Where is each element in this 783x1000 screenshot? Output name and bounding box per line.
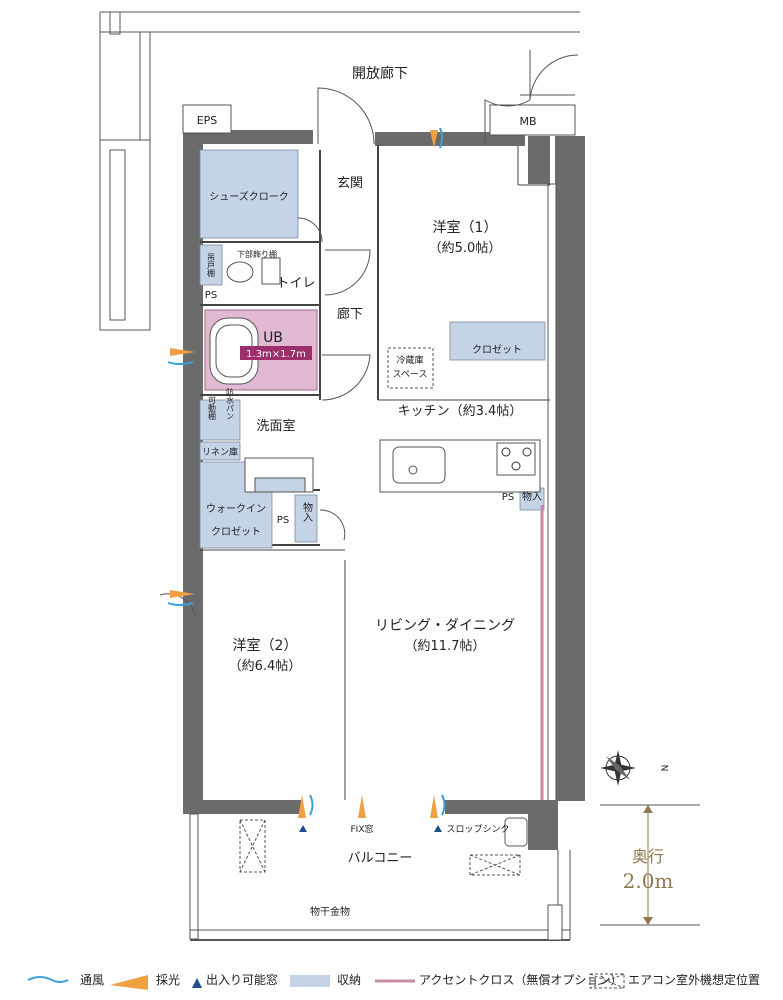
label-living: リビング・ダイニング (375, 618, 515, 634)
legend-storage-swatch (290, 975, 330, 987)
toilet-fixture (226, 257, 281, 285)
label-slop-sink: スロップシンク (446, 824, 509, 835)
label-walkin-1: ウォークイン (206, 503, 266, 515)
legend-accent-label: アクセントクロス（無償オプション） (419, 972, 622, 987)
label-ps3: PS (277, 515, 289, 526)
label-hanging-shelf: 吊戸棚 (207, 253, 216, 278)
legend-exit-label: 出入り可能窓 (206, 972, 278, 987)
label-walkin-2: クロゼット (211, 526, 261, 538)
label-yoshitsu1-size: （約5.0帖） (429, 241, 502, 256)
shoes-cloak-area (199, 149, 299, 239)
washbasin (244, 457, 314, 493)
label-ub: UB (263, 330, 283, 346)
ventilation-icon (309, 794, 314, 816)
ventilation-icon (167, 361, 194, 365)
daylight-icon (430, 130, 438, 148)
label-senmen: 洗面室 (256, 418, 295, 434)
legend-storage-label: 収納 (337, 973, 361, 987)
corridor-lines (99, 11, 580, 331)
walls (182, 104, 585, 941)
label-rouka: 廊下 (337, 306, 363, 322)
daylight-icon (170, 348, 195, 356)
storage1-area (294, 494, 318, 543)
label-shelf-under: 下部飾り棚 (237, 249, 277, 259)
legend-exit-icon (192, 978, 202, 988)
label-toilet: トイレ (276, 276, 315, 291)
storage-areas (199, 149, 546, 549)
kitchen-counter (379, 439, 541, 493)
stove-burner-icon (511, 461, 521, 471)
label-depth: 奥行 (632, 847, 664, 866)
label-movable-shelf: 可動棚 (208, 396, 217, 421)
daylight-icon (358, 795, 366, 818)
movable-shelf-area (199, 399, 241, 441)
ventilation-icon (439, 127, 443, 149)
label-depth-value: 2.0m (623, 869, 674, 893)
label-mb: MB (519, 115, 536, 128)
daylight-icon (170, 590, 195, 598)
room-labels: 開放廊下 EPS MB 玄関 シューズクローク 洋室（1） （約5.0帖） 下部… (197, 65, 674, 918)
ac-units (239, 819, 521, 876)
label-compass-n: N (661, 765, 671, 772)
stove-burner-icon (522, 447, 532, 457)
exit-window-icon (434, 825, 442, 832)
legend-ventilation-icon (27, 976, 69, 983)
daylight-icon (298, 795, 306, 818)
label-ub-size: 1.3m×1.7m (246, 349, 306, 360)
compass-rose-icon (600, 750, 636, 786)
label-closet1: クロゼット (472, 344, 522, 356)
slop-sink (504, 817, 528, 847)
label-kitchen: キッチン（約3.4帖） (398, 404, 523, 419)
legend: 通風 採光 出入り可能窓 収納 アクセントクロス（無償オプション） エアコン室外… (27, 972, 760, 990)
label-waterproof-pan: 防水パン (226, 387, 235, 420)
label-storage2: 物入 (301, 501, 313, 522)
label-balcony: バルコニー (348, 851, 413, 866)
window-markers (167, 127, 446, 832)
label-ps1: PS (205, 290, 217, 301)
label-linen: リネン庫 (202, 446, 238, 458)
depth-marker (600, 804, 700, 926)
legend-ventilation-label: 通風 (80, 973, 104, 987)
legend-daylight-label: 採光 (156, 973, 180, 987)
label-fix-window: FIX窓 (351, 823, 374, 835)
unit-bath (204, 309, 318, 391)
hanging-shelf-area (199, 244, 223, 286)
legend-daylight-icon (110, 975, 148, 990)
label-genkan: 玄関 (337, 176, 363, 191)
closet1-area (449, 321, 546, 361)
label-storage1: 物入 (522, 490, 542, 503)
label-yoshitsu1: 洋室（1） (433, 219, 498, 236)
fridge-space (387, 347, 434, 389)
exit-window-icon (299, 825, 307, 832)
label-drying: 物干金物 (310, 905, 350, 918)
label-shoes: シューズクローク (209, 190, 289, 203)
ventilation-icon (441, 794, 446, 816)
doors (159, 50, 579, 616)
label-yoshitsu2-size: （約6.4帖） (229, 659, 302, 674)
label-fridge-2: スペース (393, 370, 428, 380)
legend-ac-swatch (589, 973, 625, 989)
label-living-size: （約11.7帖） (405, 639, 486, 654)
label-fridge-1: 冷蔵庫 (396, 354, 423, 366)
label-corridor: 開放廊下 (352, 65, 408, 82)
stove-burner-icon (501, 447, 511, 457)
daylight-icon (430, 795, 438, 818)
label-eps: EPS (197, 114, 218, 127)
entrance-door (317, 87, 375, 145)
ventilation-icon (167, 602, 194, 606)
legend-ac-label: エアコン室外機想定位置 (628, 972, 760, 987)
linen-area (199, 441, 241, 461)
label-yoshitsu2: 洋室（2） (233, 637, 298, 654)
label-ps2: PS (502, 492, 514, 503)
